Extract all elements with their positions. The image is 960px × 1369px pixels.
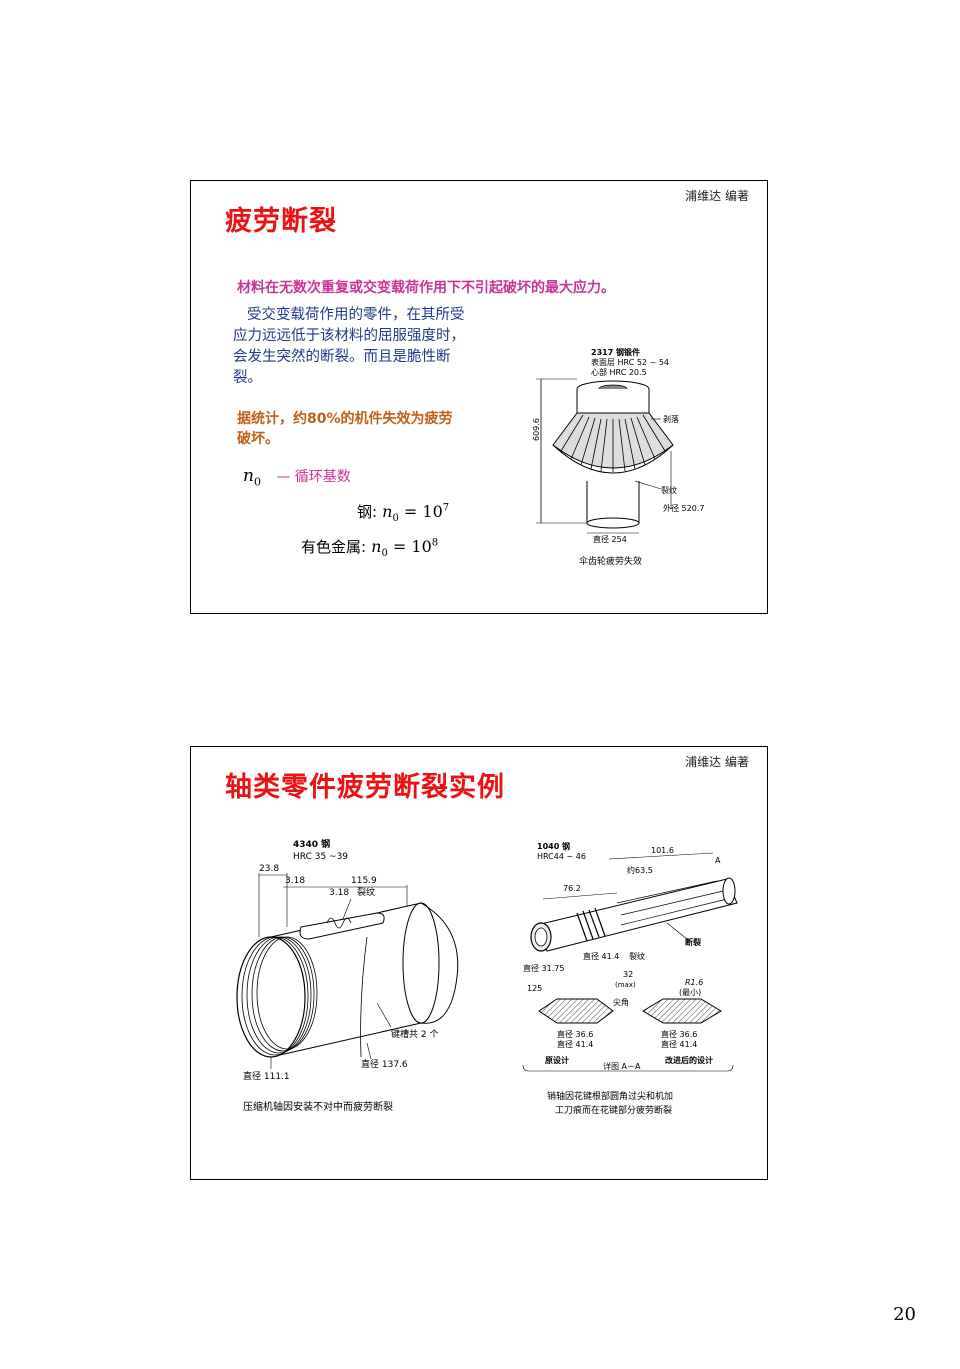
dim-23-8: 23.8 <box>259 864 279 874</box>
keyway-label: 键槽共 2 个 <box>391 1028 438 1040</box>
nonferrous-value: 10 <box>411 537 432 556</box>
shaft2-crack-label: 裂纹 <box>629 951 645 961</box>
author-credit: 浦维达 编著 <box>685 189 749 203</box>
steel-label: 钢: <box>357 503 378 521</box>
original-design-label: 原设计 <box>545 1055 569 1065</box>
dia-111-1-label: 直径 111.1 <box>243 1070 290 1082</box>
dia-31-75-label: 直径 31.75 <box>523 963 564 973</box>
dim-min: (最小) <box>679 988 701 997</box>
dim-115-9: 115.9 <box>351 876 377 886</box>
steel-exponent: 7 <box>442 502 450 514</box>
shaft2-material: 1040 钢 <box>537 841 570 851</box>
bevel-gear-figure: 2317 钢锻件 表面层 HRC 52 ~ 54 心部 HRC 20.5 609… <box>532 347 704 567</box>
definition-text: 材料在无数次重复或交变载荷作用下不引起破坏的最大应力。 <box>237 280 615 296</box>
outer-dia-label: 外径 520.7 <box>663 503 704 513</box>
dia-137-6-label: 直径 137.6 <box>361 1058 408 1070</box>
shaft2-dia-41-4: 直径 41.4 <box>583 951 619 961</box>
cycle-base-definition: n0 — 循环基数 <box>243 466 351 488</box>
orig-dia-36-6: 直径 36.6 <box>557 1029 593 1039</box>
gear-height-dim: 609.6 <box>532 418 541 441</box>
nonferrous-exponent: 8 <box>431 537 439 549</box>
compressor-shaft-figure: 4340 钢 HRC 35 ~39 23.8 3.18 115.9 3.18 裂… <box>236 838 459 1113</box>
shaft2-caption-line2: 工刀痕而在花键部分疲劳断裂 <box>555 1104 672 1116</box>
slide-shaft-fatigue-examples: 浦维达 编著 轴类零件疲劳断裂实例 4340 钢 HRC 35 ~39 23.8… <box>190 746 768 1180</box>
spall-label: 剥落 <box>663 414 679 424</box>
page-number: 20 <box>893 1304 916 1325</box>
steel-value: 10 <box>422 502 443 521</box>
fracture-label: 断裂 <box>685 937 701 947</box>
n0-subscript: 0 <box>253 475 261 489</box>
new-dia-41-4: 直径 41.4 <box>661 1039 697 1049</box>
section-a-top: A <box>715 856 721 865</box>
dim-63-5: 约63.5 <box>627 865 653 875</box>
spline-shaft-figure: 1040 钢 HRC44 ~ 46 101.6 约63.5 76.2 A A 断… <box>522 841 738 1116</box>
slide-title: 疲劳断裂 <box>225 206 337 237</box>
slide-title: 轴类零件疲劳断裂实例 <box>225 772 505 803</box>
detail-aa-label: 详图 A－A <box>603 1061 641 1071</box>
orig-dia-41-4: 直径 41.4 <box>557 1039 593 1049</box>
slide-fatigue-fracture: 浦维达 编著 疲劳断裂 材料在无数次重复或交变载荷作用下不引起破坏的最大应力。 … <box>190 180 768 614</box>
nonferrous-formula: 有色金属: n0 = 108 <box>301 537 439 560</box>
gear-caption: 伞齿轮疲劳失效 <box>579 555 642 567</box>
dim-76-2: 76.2 <box>563 884 581 893</box>
dim-125: 125 <box>527 984 542 993</box>
new-dia-36-6: 直径 36.6 <box>661 1029 697 1039</box>
shaft1-caption: 压缩机轴因安装不对中而疲劳断裂 <box>243 1100 393 1113</box>
steel-formula: 钢: n0 = 107 <box>357 502 450 525</box>
dim-32: 32 <box>623 970 633 979</box>
dim-max: (max) <box>615 981 636 989</box>
sharp-corner-label: 尖角 <box>613 997 629 1007</box>
shaft1-material: 4340 钢 <box>293 838 330 850</box>
dim-3-18-b: 3.18 <box>329 888 349 898</box>
author-credit: 浦维达 编著 <box>685 755 749 769</box>
n0-symbol: n <box>243 466 254 486</box>
dim-3-18-a: 3.18 <box>285 876 305 886</box>
shaft1-hardness: HRC 35 ~39 <box>293 852 348 862</box>
gear-spec-2: 表面层 HRC 52 ~ 54 <box>591 357 669 367</box>
gear-spec-1: 2317 钢锻件 <box>591 347 640 357</box>
n0-description: — 循环基数 <box>276 469 351 485</box>
nonferrous-label: 有色金属: <box>301 538 367 556</box>
shaft2-hardness: HRC44 ~ 46 <box>537 852 586 861</box>
shaft1-crack-label: 裂纹 <box>357 886 375 898</box>
dim-r1-6: R1.6 <box>685 978 703 987</box>
explanation-paragraph: 受交变载荷作用的零件，在其所受应力远远低于该材料的屈服强度时，会发生突然的断裂。… <box>233 307 465 386</box>
dim-101-6: 101.6 <box>651 846 674 855</box>
improved-design-label: 改进后的设计 <box>665 1055 713 1065</box>
statistic-text: 据统计，约80%的机件失效为疲劳破坏。 <box>237 411 453 447</box>
gear-dia-label: 直径 254 <box>593 534 627 544</box>
gear-spec-3: 心部 HRC 20.5 <box>591 367 647 377</box>
shaft2-caption-line1: 销轴因花键根部圆角过尖和机加 <box>547 1090 673 1102</box>
gear-crack-label: 裂纹 <box>661 485 677 495</box>
